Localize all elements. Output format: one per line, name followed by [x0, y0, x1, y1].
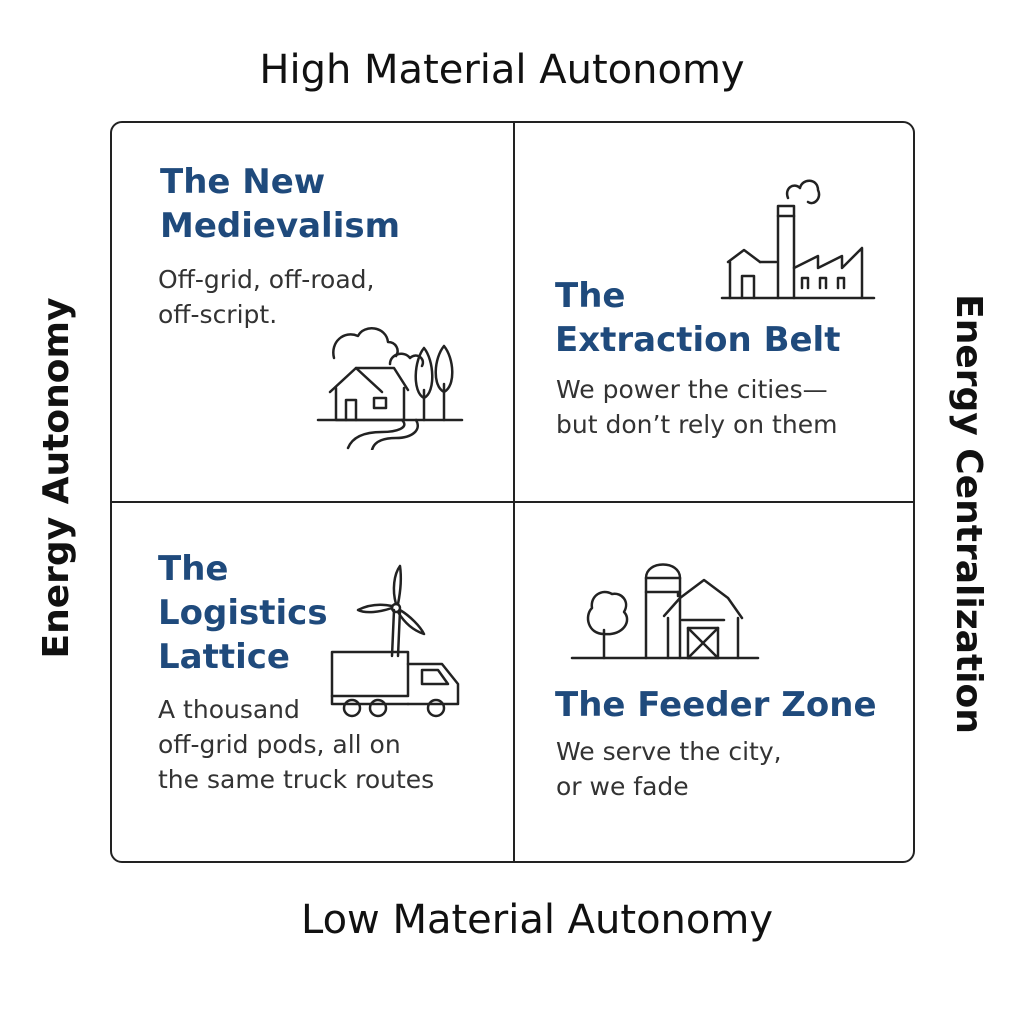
title-line: Extraction Belt [555, 320, 841, 360]
desc-line: Off-grid, off-road, [158, 265, 375, 294]
desc-line: off-grid pods, all on [158, 730, 401, 759]
quadrant-desc-top-left: Off-grid, off-road, off-script. [158, 262, 374, 332]
house-landscape-icon [312, 320, 472, 450]
title-line: Logistics [158, 593, 328, 633]
title-line: Medievalism [160, 206, 401, 246]
quadrant-desc-bottom-right: We serve the city, or we fade [556, 734, 782, 804]
axis-label-right: Energy Centralization [948, 294, 989, 734]
desc-line: A thousand [158, 695, 300, 724]
axis-label-left: Energy Autonomy [36, 297, 77, 659]
quadrant-desc-bottom-left: A thousand off-grid pods, all on the sam… [158, 692, 434, 797]
quadrant-title-top-right: The Extraction Belt [555, 274, 840, 362]
vertical-divider [513, 123, 515, 861]
horizontal-divider [112, 501, 913, 503]
desc-line: or we fade [556, 772, 689, 801]
title-line: The New [160, 162, 326, 202]
desc-line: We power the cities— [556, 375, 828, 404]
axis-label-bottom: Low Material Autonomy [300, 897, 774, 943]
quadrant-title-top-left: The New Medievalism [160, 160, 400, 248]
quadrant-title-bottom-left: The Logistics Lattice [158, 547, 328, 679]
factory-icon [718, 172, 878, 307]
quadrant-title-bottom-right: The Feeder Zone [555, 683, 877, 727]
desc-line: off-script. [158, 300, 278, 329]
quadrant-matrix [110, 121, 915, 863]
title-line: The [555, 276, 626, 316]
desc-line: but don’t rely on them [556, 410, 838, 439]
desc-line: We serve the city, [556, 737, 782, 766]
axis-label-top: High Material Autonomy [259, 47, 745, 93]
truck-wind-turbine-icon [326, 560, 466, 720]
barn-silo-icon [568, 556, 763, 666]
title-line: The [158, 549, 229, 589]
title-line: Lattice [158, 637, 290, 677]
desc-line: the same truck routes [158, 765, 435, 794]
quadrant-desc-top-right: We power the cities— but don’t rely on t… [556, 372, 837, 442]
title-line: The Feeder Zone [555, 685, 877, 725]
